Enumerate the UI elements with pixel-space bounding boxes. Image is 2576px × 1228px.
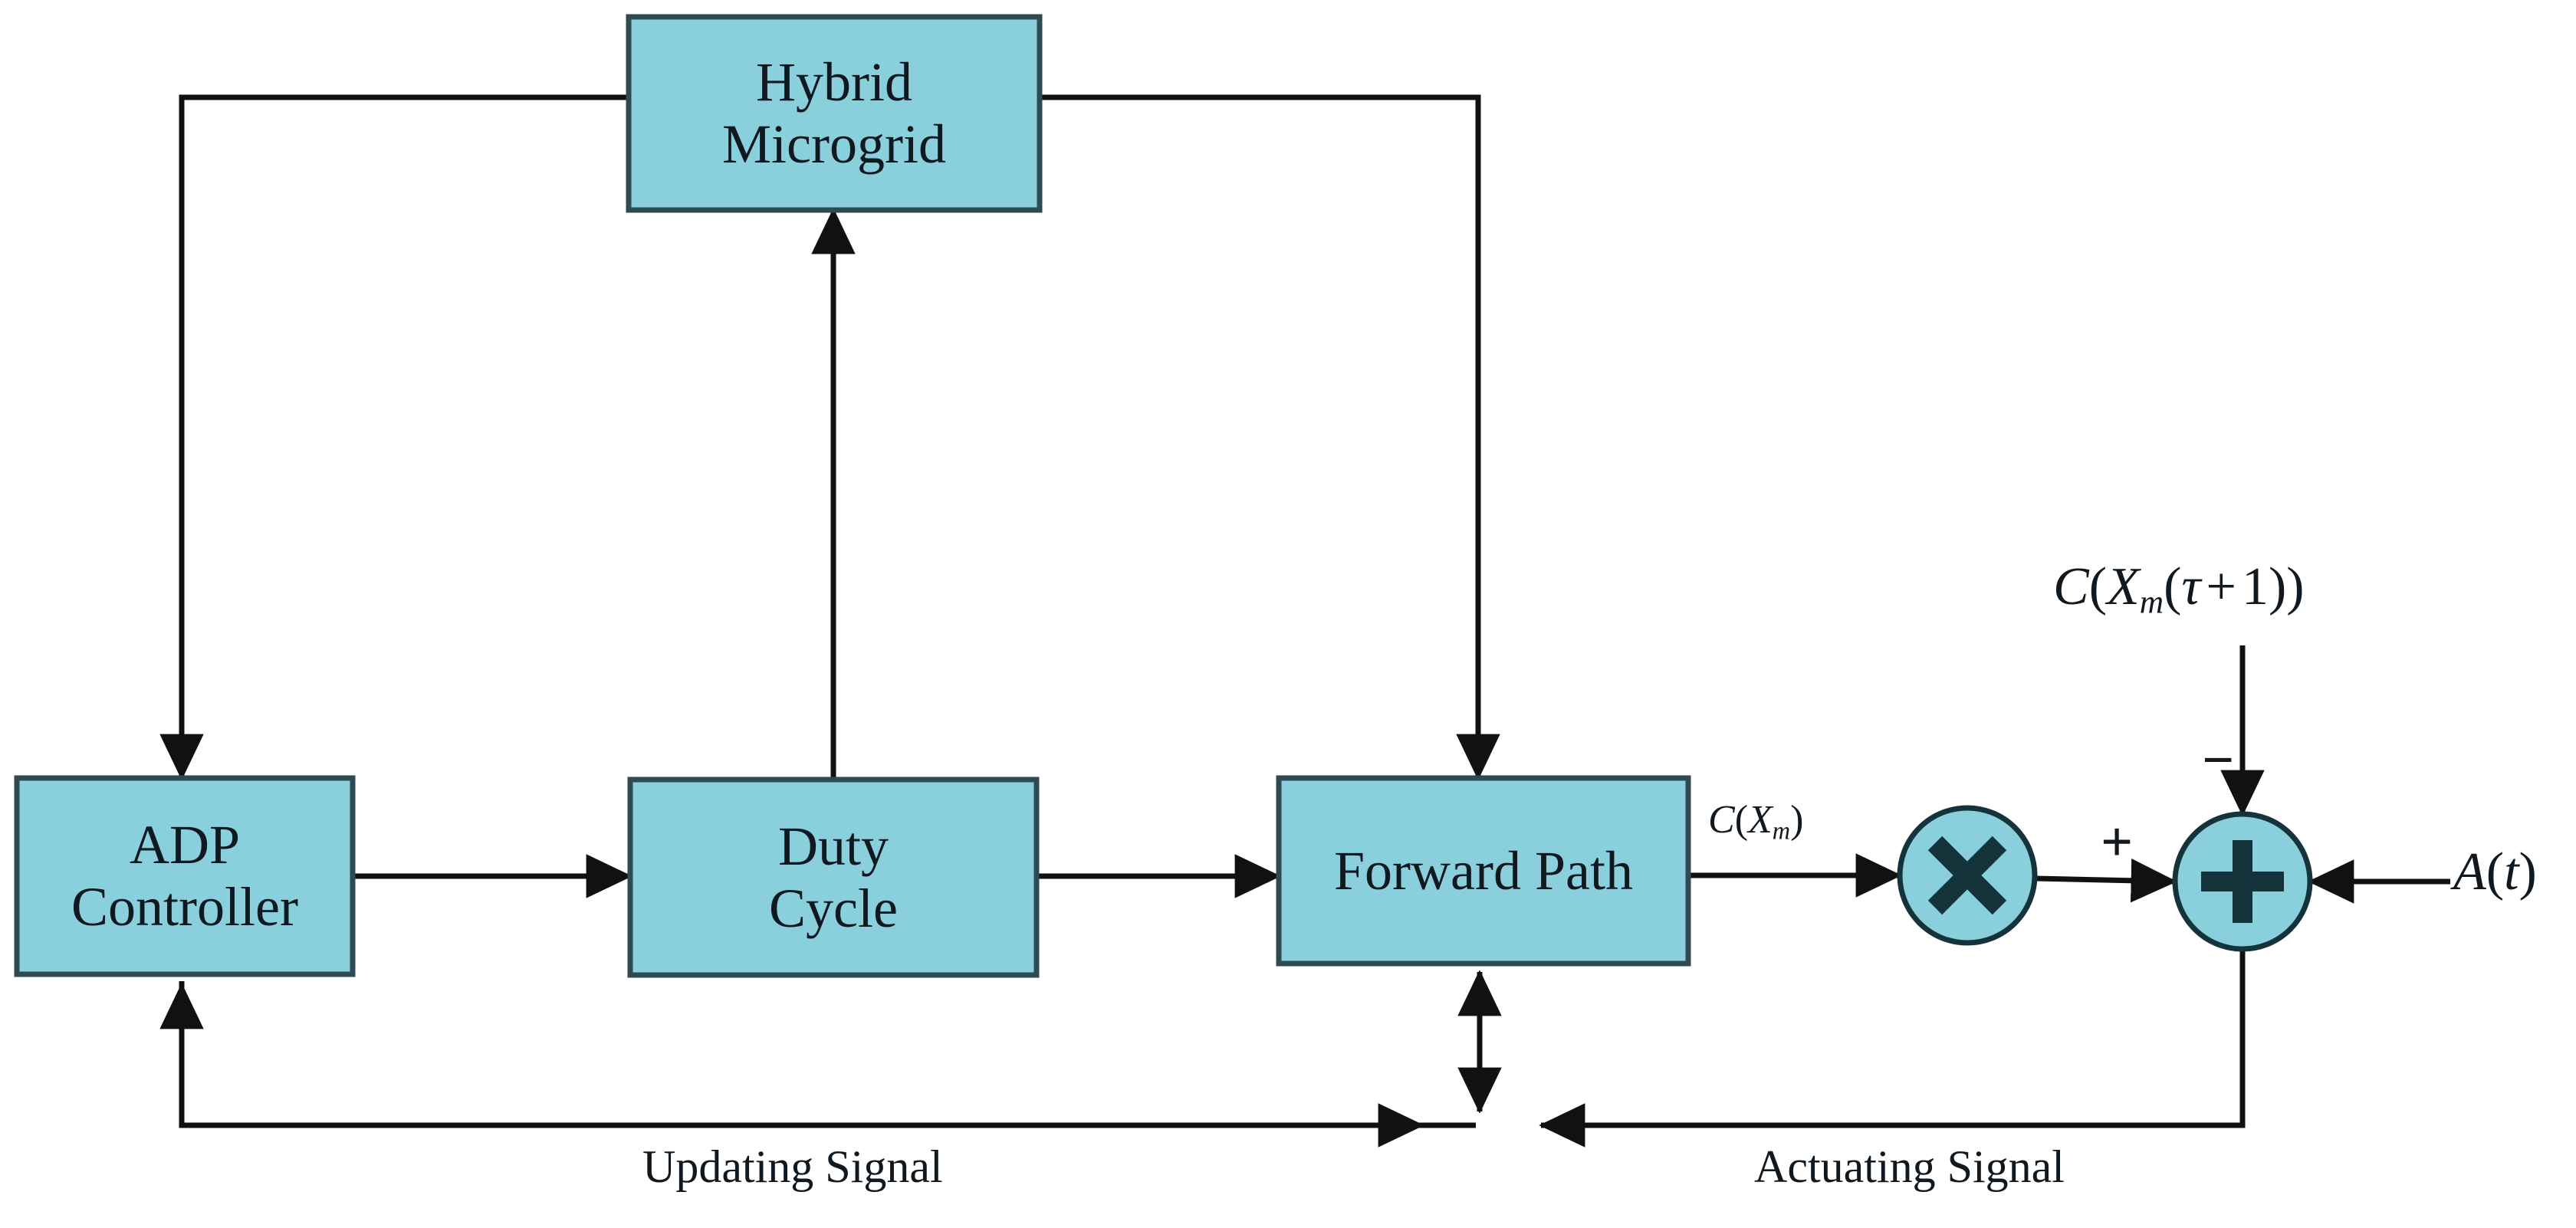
summing-plus-sign: + [2101, 811, 2134, 874]
node-multiplier[interactable] [1897, 805, 2038, 946]
label-actuating-signal: Actuating Signal [1754, 1141, 2065, 1192]
label-cost-tau-plus-op: + [2206, 557, 2236, 616]
label-at-close-paren: ) [2518, 842, 2537, 901]
block-forward-path[interactable] [1276, 775, 1691, 967]
label-at-fn: A [2453, 842, 2486, 901]
label-cost-close-paren: ) [1790, 798, 1804, 842]
label-cost-fn: C [1708, 798, 1735, 842]
label-cost-open-paren: ( [1734, 798, 1749, 842]
label-cost-tau-inner-open-paren: ( [2164, 557, 2182, 616]
label-cost-tau-var: X [2107, 557, 2140, 616]
edge-hybrid-to-adp [159, 94, 629, 780]
label-cost-of-xm: C(Xm) [1708, 797, 1803, 845]
label-cost-tau-close-paren: ) [2286, 557, 2305, 616]
label-at-open-paren: ( [2486, 842, 2505, 901]
label-cost-tau-fn: C [2053, 557, 2089, 616]
label-cost-var: X [1748, 798, 1773, 842]
label-cost-tau-sub: m [2139, 583, 2164, 621]
summing-minus-sign: − [2202, 729, 2235, 792]
label-at-var: t [2504, 842, 2519, 901]
label-cost-tau-open-paren: ( [2088, 557, 2108, 616]
label-cost-sub: m [1772, 816, 1791, 845]
label-actuating-input-at: A(t) [2453, 842, 2537, 903]
label-cost-tau-inner-close-paren: ) [2268, 557, 2287, 616]
label-updating-signal: Updating Signal [642, 1141, 943, 1192]
block-adp-controller[interactable] [14, 775, 356, 977]
label-cost-tau-one: 1 [2241, 557, 2269, 616]
label-cost-of-xm-tau-plus-one: C(Xm(τ+1)) [2053, 557, 2305, 621]
edge-summer-to-junction [1539, 949, 2246, 1148]
edge-hybrid-to-forward-path [1040, 94, 1500, 780]
edge-multiplier-to-summer [2034, 859, 2177, 903]
node-summing-junction[interactable] [2172, 811, 2313, 952]
label-cost-tau-symbol: τ [2181, 557, 2201, 616]
block-hybrid-microgrid[interactable] [626, 14, 1043, 213]
edge-junction-to-adp-controller [159, 981, 1476, 1148]
block-duty-cycle[interactable] [627, 777, 1040, 978]
